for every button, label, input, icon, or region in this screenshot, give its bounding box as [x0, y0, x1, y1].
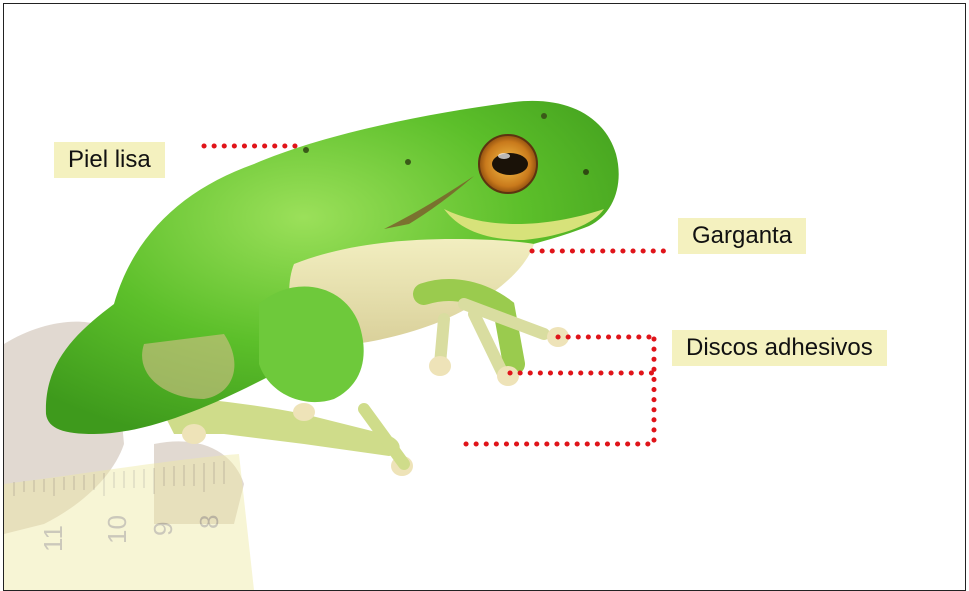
ruler-number: 8 [194, 515, 224, 529]
ruler-number: 10 [102, 515, 132, 544]
label-toe-pads: Discos adhesivos [672, 330, 887, 366]
diagram-frame: 11 10 9 8 [3, 3, 966, 591]
frog-eye [479, 135, 537, 193]
ruler-number: 11 [38, 525, 68, 552]
frog-illustration: 11 10 9 8 [4, 4, 965, 590]
label-smooth-skin: Piel lisa [54, 142, 165, 178]
label-throat: Garganta [678, 218, 806, 254]
ruler-number: 9 [148, 522, 178, 536]
